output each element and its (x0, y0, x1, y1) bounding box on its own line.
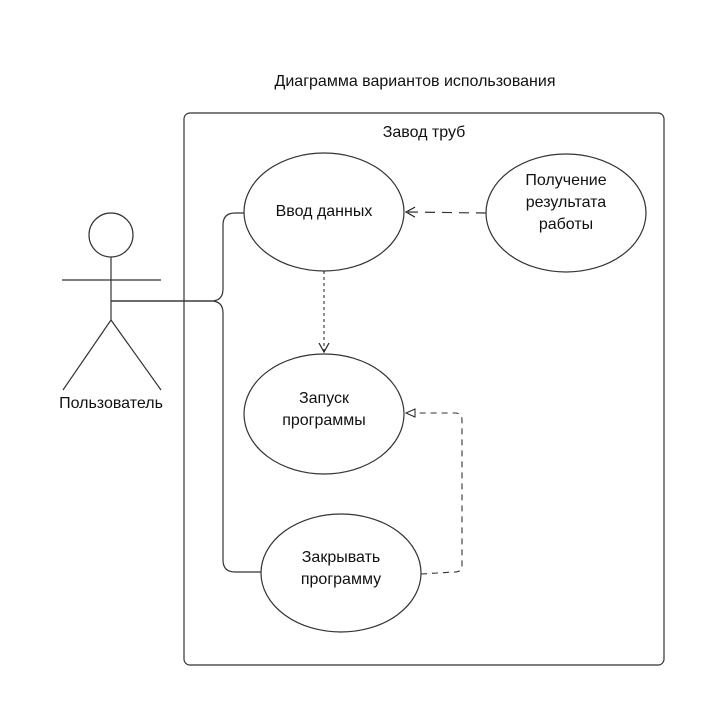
use-case-run-program-label: Запуск программы (282, 390, 366, 429)
actor-label: Пользователь (59, 395, 163, 412)
actor-head (88, 212, 134, 258)
use-case-close-program-label: Закрывать программу (300, 549, 382, 588)
dependency-result-to-input (404, 206, 487, 218)
use-case-get-result-label: Получение результата работы (525, 172, 607, 233)
use-case-enter-data-label: Ввод данных (275, 203, 373, 220)
actor-figure (62, 212, 162, 391)
diagram-title: Диаграмма вариантов использования (274, 73, 556, 90)
system-boundary-label: Завод труб (382, 124, 466, 141)
association-enter-data (111, 212, 246, 302)
system-boundary (183, 112, 665, 666)
use-case-run-program (243, 353, 405, 475)
actor-leg-left (62, 319, 112, 391)
use-case-close-program (260, 513, 422, 633)
actor-leg-right (110, 319, 162, 391)
association-close-program (111, 300, 262, 573)
relation-close-to-run (404, 408, 463, 575)
